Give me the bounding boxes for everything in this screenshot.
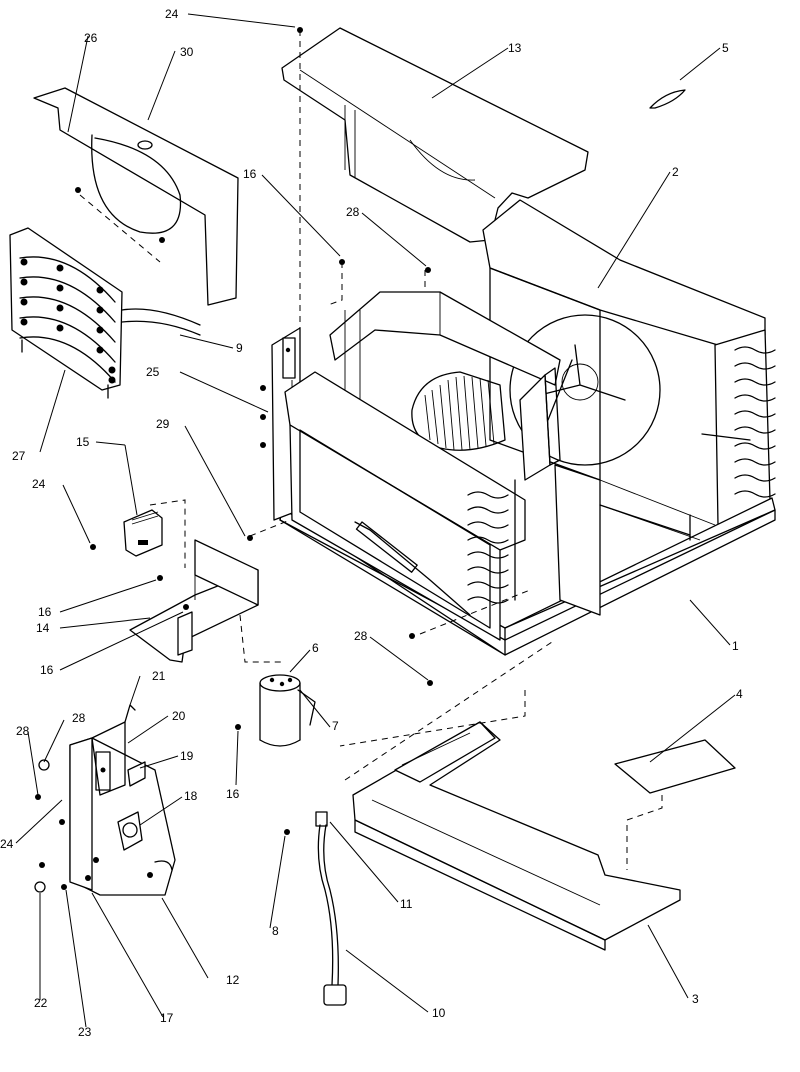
callout-20: 20 [172, 709, 186, 723]
callout-11: 11 [400, 897, 413, 911]
evaporator-coil [284, 371, 526, 641]
callout-10: 10 [432, 1006, 446, 1020]
relay-part [123, 499, 186, 568]
callout-13: 13 [508, 41, 522, 55]
callout-23: 23 [78, 1025, 92, 1039]
callout-2: 2 [672, 165, 679, 179]
callout-18: 18 [184, 789, 198, 803]
assembly-lines [249, 30, 556, 781]
callout-21: 21 [152, 669, 166, 683]
callout-29: 29 [156, 417, 170, 431]
top-cover-part [281, 27, 589, 243]
control-bracket-part [129, 539, 285, 663]
callout-28: 28 [16, 724, 30, 738]
power-cord-part [315, 811, 347, 1006]
callout-4: 4 [736, 687, 743, 701]
callout-9: 9 [236, 341, 243, 355]
callout-8: 8 [272, 924, 279, 938]
callout-6: 6 [312, 641, 319, 655]
callout-26: 26 [84, 31, 98, 45]
condenser-coil [701, 346, 776, 498]
callout-25: 25 [146, 365, 160, 379]
callout-7: 7 [332, 719, 339, 733]
callout-16: 16 [226, 787, 240, 801]
callout-22: 22 [34, 996, 48, 1010]
callout-28: 28 [346, 205, 360, 219]
callout-16: 16 [243, 167, 257, 181]
callout-24: 24 [0, 837, 14, 851]
callout-28: 28 [72, 711, 86, 725]
capacitor-part [259, 674, 316, 747]
callout-16: 16 [38, 605, 52, 619]
callout-28: 28 [354, 629, 368, 643]
part-18-knob [117, 811, 143, 851]
callout-24: 24 [165, 7, 179, 21]
callout-27: 27 [12, 449, 26, 463]
wire-clip-part [649, 89, 686, 109]
screws [90, 27, 433, 835]
sheet-part [614, 739, 736, 870]
callout-30: 30 [180, 45, 194, 59]
callout-16: 16 [40, 663, 54, 677]
front-grille-part [33, 87, 239, 306]
callout-17: 17 [160, 1011, 174, 1025]
heater-element-part [9, 227, 201, 399]
callout-24: 24 [32, 477, 46, 491]
callout-15: 15 [76, 435, 90, 449]
callout-1: 1 [732, 639, 739, 653]
callout-12: 12 [226, 973, 240, 987]
callout-14: 14 [36, 621, 50, 635]
base-pan-part [339, 690, 681, 951]
callout-3: 3 [692, 992, 699, 1006]
control-panel-part [34, 704, 176, 896]
callout-19: 19 [180, 749, 194, 763]
callout-5: 5 [722, 41, 729, 55]
callout-labels: 24 13 5 26 30 2 16 28 9 25 29 27 15 24 1… [0, 7, 743, 1039]
leader-lines [15, 13, 736, 1028]
